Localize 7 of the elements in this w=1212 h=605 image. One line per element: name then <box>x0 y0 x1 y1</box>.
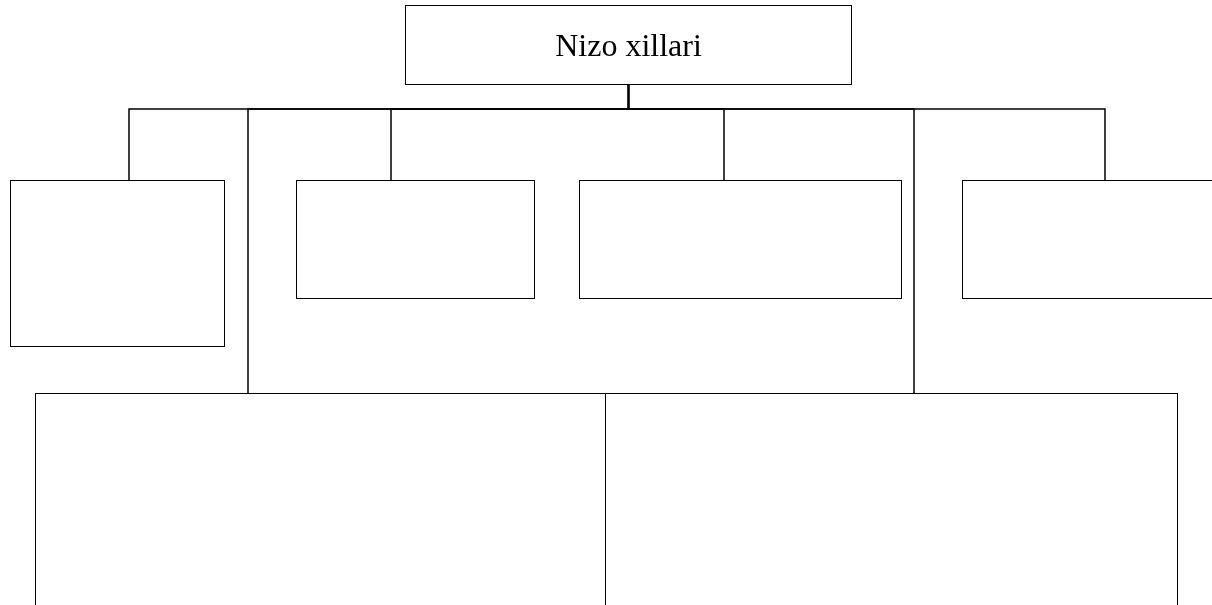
empty-box <box>10 180 225 347</box>
title-box <box>405 5 852 85</box>
connector-line <box>627 84 1106 181</box>
empty-box <box>579 180 902 299</box>
empty-box <box>962 180 1212 299</box>
empty-box <box>296 180 535 299</box>
title-text: Nizo xillari <box>555 26 702 64</box>
